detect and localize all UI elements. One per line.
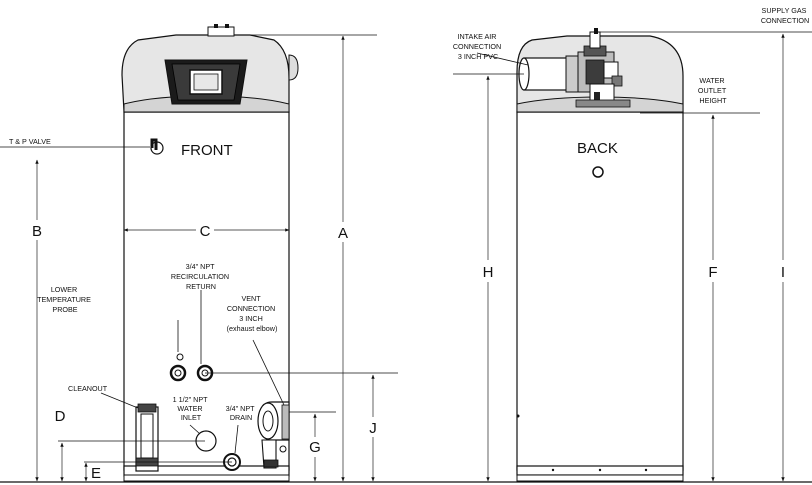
back-view-label: BACK [577,140,618,157]
back-tank-body [516,111,684,471]
front-view: FRONT [0,24,398,482]
vent-connection-label: VENT CONNECTION 3 INCH (exhaust elbow) [227,294,278,333]
back-fitting-icon [592,166,604,178]
dim-c-label: C [200,223,211,240]
lower-probe-label: LOWER TEMPERATURE PROBE [37,285,93,314]
drain-label: 3/4" NPT DRAIN [226,404,257,422]
dim-b-label: B [32,223,42,240]
front-view-label: FRONT [181,142,233,159]
dim-i-label: I [781,264,785,281]
dim-f-label: F [708,264,717,281]
vent-elbow-icon [257,401,290,469]
gas-valve-assembly-icon [575,28,631,108]
dim-j-label: J [369,420,377,437]
dim-e-label: E [91,465,101,482]
dim-d-label: D [55,408,66,425]
cleanout-icon [135,403,159,472]
dim-h-label: H [483,264,494,281]
back-view: BACK H F I INTAKE AIR CONNECTION 3 INCH … [453,6,812,482]
water-inlet-label: 1 1/2" NPT WATER INLET [173,395,210,422]
dim-g-label: G [309,439,321,456]
dim-a-label: A [338,225,348,242]
cleanout-label: CLEANOUT [68,384,108,393]
lower-probe-small-icon [176,353,184,361]
tp-valve-label: T & P VALVE [9,137,51,146]
recirc-return-label: 3/4" NPT RECIRCULATION RETURN [171,262,231,291]
intake-air-label: INTAKE AIR CONNECTION 3 INCH PVC [453,32,503,61]
water-outlet-label: WATER OUTLET HEIGHT [698,76,728,105]
tp-valve-icon [150,138,164,155]
intake-air-pipe-icon [523,57,569,91]
supply-gas-label: SUPPLY GAS CONNECTION [761,6,809,25]
